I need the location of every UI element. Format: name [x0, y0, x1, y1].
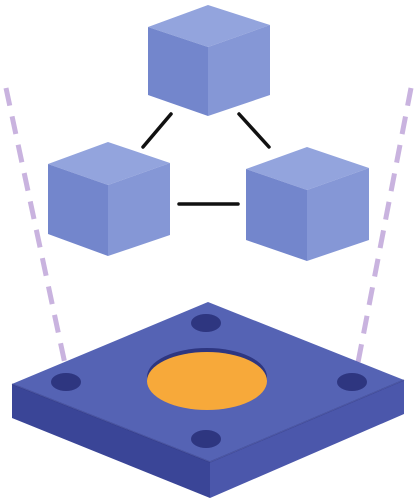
- cube-right-face: [108, 163, 170, 256]
- platform-right-face: [210, 380, 404, 498]
- cube-icon: [246, 147, 369, 261]
- cube-top-face: [48, 142, 170, 185]
- platform-edge-right: [209, 379, 405, 463]
- mounting-hole-icon: [337, 373, 367, 391]
- cube-top-face: [148, 5, 270, 47]
- left-projection-beam: [3, 87, 71, 379]
- mounting-hole-icon: [51, 373, 81, 391]
- cube-icon: [48, 142, 170, 256]
- network-connector: [141, 112, 173, 149]
- center-disc: [147, 352, 267, 410]
- cube-top-face: [246, 147, 369, 190]
- cube-left-face: [148, 27, 208, 116]
- mounting-hole-icon: [191, 430, 221, 448]
- cube-right-face: [208, 25, 270, 116]
- cube-left-face: [246, 169, 307, 261]
- platform-icon: [11, 302, 405, 498]
- cube-right-face: [307, 168, 369, 261]
- mounting-hole-icon: [191, 314, 221, 332]
- cube-icon: [148, 5, 270, 116]
- cube-left-face: [48, 164, 108, 256]
- platform-left-face: [12, 384, 210, 498]
- right-projection-beam: [352, 87, 414, 379]
- platform-edge-left: [11, 383, 211, 463]
- network-connector: [237, 112, 271, 149]
